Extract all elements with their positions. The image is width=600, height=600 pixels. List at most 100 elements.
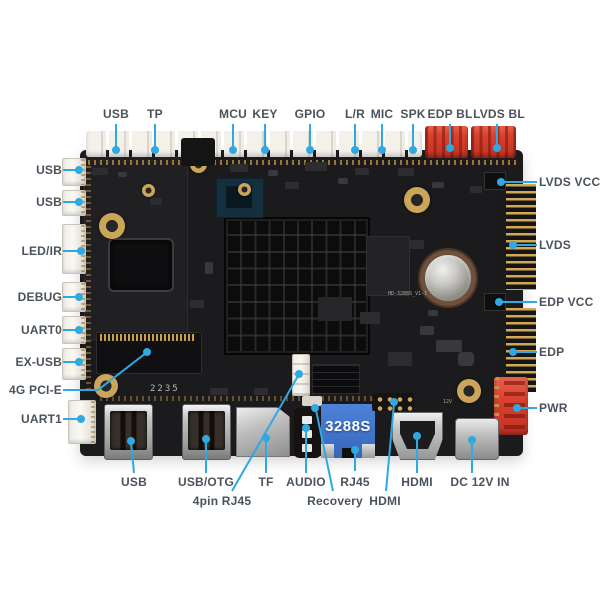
rj45-shield-tab	[321, 444, 334, 458]
ethernet-phy-chip	[312, 364, 360, 394]
usb-otg-port	[182, 404, 231, 460]
debug-header	[62, 282, 86, 312]
hdmi-pin-header	[372, 393, 414, 411]
label-left-uart0: UART0	[20, 323, 62, 337]
top-wafer-connectors	[86, 131, 422, 157]
mounting-hole	[457, 379, 481, 403]
smd-component	[398, 168, 414, 176]
label-bottom-hdmi: HDMI	[401, 475, 433, 489]
4pin-rj45-connector	[292, 354, 310, 396]
smd-component	[150, 198, 162, 205]
label-left-4g-pcie: 4G PCI-E	[9, 383, 62, 397]
silkscreen-date-code: 2235	[150, 384, 180, 394]
label-left-led-ir: LED/IR	[21, 244, 62, 258]
led-ir-header	[62, 224, 86, 274]
pwr-connector	[494, 377, 528, 435]
smd-component	[210, 388, 228, 395]
rj45-label-text: 3288S	[325, 418, 371, 435]
lvds-vcc-jumper	[484, 172, 506, 190]
hdmi-port	[392, 412, 443, 460]
label-bottom-recovery: Recovery	[307, 494, 363, 508]
smd-component	[190, 300, 204, 308]
smd-component	[410, 240, 424, 249]
lvds-backlight-connector	[471, 126, 516, 158]
antenna-tab	[181, 138, 215, 166]
smd-component	[305, 162, 327, 171]
lvds-pin-header	[497, 184, 536, 290]
label-top-edp-bl: EDP BL	[427, 107, 473, 121]
emmc-chip	[318, 297, 352, 321]
hdmi-port-opening	[400, 421, 435, 449]
usb-header-1	[62, 158, 86, 186]
label-right-lvds: LVDS	[539, 238, 571, 252]
usb-port	[104, 404, 153, 460]
label-top-lvds-bl: LVDS BL	[473, 107, 525, 121]
solder-pad-row	[100, 396, 380, 401]
inductor	[458, 352, 474, 366]
label-bottom-tf: TF	[258, 475, 274, 489]
label-bottom-usb: USB	[121, 475, 147, 489]
label-right-edp: EDP	[539, 345, 565, 359]
solder-pad-row	[88, 160, 518, 165]
mini-pcie-contacts	[100, 334, 196, 341]
rtc-battery	[420, 250, 476, 306]
smd-component	[360, 312, 380, 324]
audio-jack-contact	[302, 444, 312, 452]
fiducial-hole	[142, 184, 155, 197]
smd-component	[92, 168, 108, 175]
label-left-ex-usb: EX-USB	[15, 355, 62, 369]
soc-chip	[108, 238, 174, 292]
smd-component	[268, 170, 278, 176]
label-bottom-4pin-rj45: 4pin RJ45	[192, 494, 252, 508]
ex-usb-header	[62, 348, 86, 380]
heatsink	[224, 217, 370, 355]
label-top-gpio: GPIO	[294, 107, 326, 121]
smd-component	[436, 340, 462, 352]
smd-component	[388, 352, 412, 366]
pwr-connector-slots	[504, 381, 525, 431]
fiducial-hole	[238, 183, 251, 196]
label-bottom-dc-12v-in: DC 12V IN	[450, 475, 510, 489]
label-top-lr: L/R	[345, 107, 365, 121]
memory-chip	[366, 236, 410, 296]
edp-backlight-connector	[425, 126, 468, 158]
usb-port-opening	[188, 411, 225, 450]
label-left-usb-2: USB	[36, 195, 62, 209]
smd-component	[205, 262, 213, 274]
label-left-usb-1: USB	[36, 163, 62, 177]
label-right-pwr: PWR	[539, 401, 568, 415]
smd-component	[338, 178, 348, 184]
label-top-mic: MIC	[370, 107, 394, 121]
smd-component	[432, 182, 444, 188]
label-top-key: KEY	[252, 107, 278, 121]
label-bottom-audio: AUDIO	[286, 475, 326, 489]
dc-jack-base	[452, 408, 500, 421]
uart1-header	[68, 400, 96, 444]
label-top-tp: TP	[147, 107, 163, 121]
usb-port-opening	[110, 411, 147, 450]
mounting-hole	[99, 213, 125, 239]
smd-component	[428, 310, 438, 316]
audio-jack-contact	[302, 416, 312, 424]
smd-component	[254, 388, 268, 395]
label-bottom-hdmi-header: HDMI	[369, 494, 401, 508]
smd-component	[285, 182, 299, 189]
mounting-hole	[94, 374, 118, 398]
rj45-shield-tab	[362, 444, 375, 458]
smd-component	[470, 186, 482, 193]
uart0-header	[62, 316, 86, 344]
silkscreen-model: HD-3288S_V1-1	[388, 291, 428, 297]
label-top-mcu: MCU	[219, 107, 247, 121]
silkscreen-12v: 12V	[443, 399, 453, 405]
smd-component	[118, 172, 127, 177]
solder-pad-column	[86, 166, 91, 391]
recovery-button	[302, 396, 322, 406]
rj45-latch	[342, 448, 356, 458]
tf-card-slot	[236, 407, 290, 457]
label-bottom-rj45: RJ45	[340, 475, 370, 489]
audio-jack-contact	[302, 430, 312, 438]
usb-header-2	[62, 190, 86, 216]
smd-component	[355, 168, 369, 175]
label-right-lvds-vcc: LVDS VCC	[539, 175, 600, 189]
